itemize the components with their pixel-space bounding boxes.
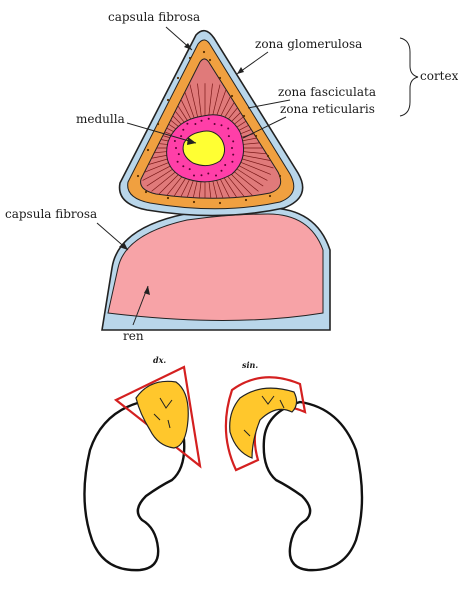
glomerulosa-dot: [219, 77, 221, 79]
reticularis-dot: [177, 161, 179, 163]
reticularis-dot: [194, 123, 196, 125]
glomerulosa-dot: [167, 197, 169, 199]
cortex-brace: [400, 38, 418, 116]
glomerulosa-dot: [137, 175, 139, 177]
glomerulosa-dot: [255, 135, 257, 137]
reticularis-dot: [232, 154, 234, 156]
reticularis-dot: [232, 140, 234, 142]
reticularis-dot: [174, 140, 176, 142]
glomerulosa-dot: [203, 51, 205, 53]
kidney-sin-outline: [264, 402, 362, 570]
label-medulla: medulla: [76, 112, 125, 126]
reticularis-dot: [221, 170, 223, 172]
glomerulosa-dot: [209, 59, 211, 61]
label-cortex: cortex: [420, 69, 458, 83]
label-zona-fasciculata: zona fasciculata: [278, 85, 376, 99]
glomerulosa-dot: [147, 149, 149, 151]
reticularis-dot: [186, 123, 188, 125]
glomerulosa-dot: [279, 175, 281, 177]
glomerulosa-dot: [193, 201, 195, 203]
arrow-glomerulosa: [237, 67, 244, 74]
label-sin: sin.: [242, 360, 258, 370]
glomerulosa-dot: [145, 191, 147, 193]
glomerulosa-dot: [219, 202, 221, 204]
label-ren: ren: [123, 329, 144, 343]
label-zona-reticularis: zona reticularis: [280, 102, 375, 116]
glomerulosa-dot: [177, 77, 179, 79]
reticularis-dot: [231, 147, 233, 149]
reticularis-dot: [175, 147, 177, 149]
kidney-section: [102, 208, 330, 330]
reticularis-dot: [224, 164, 226, 166]
reticularis-dot: [182, 129, 184, 131]
reticularis-dot: [201, 174, 203, 176]
glomerulosa-dot: [243, 115, 245, 117]
reticularis-dot: [215, 175, 217, 177]
reticularis-dot: [214, 123, 216, 125]
reticularis-dot: [189, 168, 191, 170]
reticularis-dot: [182, 165, 184, 167]
reticularis-dot: [231, 161, 233, 163]
label-capsula-fibrosa-top: capsula fibrosa: [108, 10, 200, 24]
reticularis-dot: [227, 128, 229, 130]
reticularis-dot: [221, 124, 223, 126]
glomerulosa-dot: [189, 57, 191, 59]
reticularis-dot: [208, 118, 210, 120]
glomerulosa-dot: [269, 195, 271, 197]
label-capsula-fibrosa-left: capsula fibrosa: [5, 207, 97, 221]
reticularis-dot: [178, 153, 180, 155]
reticularis-dot: [193, 175, 195, 177]
adrenal-gland: [120, 31, 303, 216]
glomerulosa-dot: [245, 199, 247, 201]
reticularis-dot: [180, 135, 182, 137]
glomerulosa-dot: [267, 155, 269, 157]
reticularis-dot: [207, 173, 209, 175]
label-zona-glomerulosa: zona glomerulosa: [255, 37, 362, 51]
medulla-layer: [183, 131, 225, 166]
glomerulosa-dot: [231, 95, 233, 97]
glomerulosa-dot: [167, 99, 169, 101]
label-dx: dx.: [153, 355, 166, 365]
reticularis-dot: [228, 135, 230, 137]
reticularis-dot: [201, 120, 203, 122]
kidneys-pair: [84, 400, 362, 570]
glomerulosa-dot: [157, 123, 159, 125]
